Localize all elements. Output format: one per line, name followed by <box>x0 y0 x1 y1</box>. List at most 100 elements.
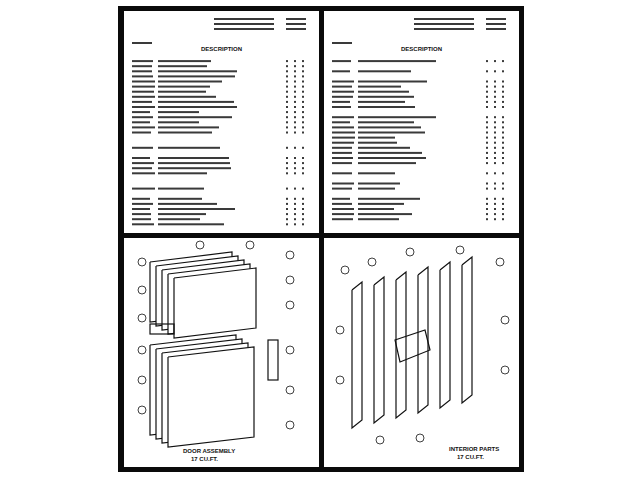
list-row <box>302 132 304 134</box>
list-row <box>494 126 496 128</box>
list-row <box>494 188 496 190</box>
list-row <box>294 65 296 67</box>
list-row <box>294 198 296 200</box>
interior-shelf <box>418 267 428 413</box>
door-panel <box>174 268 256 338</box>
callout-circle <box>286 276 294 284</box>
list-row <box>132 126 155 128</box>
list-row <box>332 126 354 128</box>
list-row <box>486 198 488 200</box>
list-row <box>286 208 288 210</box>
list-row <box>502 116 504 118</box>
list-row <box>294 60 296 62</box>
list-row <box>294 106 296 108</box>
diagram-page <box>324 238 519 467</box>
list-row <box>302 75 304 77</box>
list-row <box>286 167 288 169</box>
callout-circle <box>138 346 146 354</box>
list-row <box>158 147 220 149</box>
column-heading: DESCRIPTION <box>400 46 443 53</box>
list-row <box>158 116 232 118</box>
list-row <box>294 91 296 93</box>
list-row <box>132 223 154 225</box>
list-row <box>158 101 234 103</box>
list-row <box>486 183 488 185</box>
list-row <box>286 162 288 164</box>
list-row <box>486 70 488 72</box>
parts-list-page <box>324 11 519 233</box>
callout-circle <box>286 386 294 394</box>
list-row <box>158 188 204 190</box>
list-row <box>358 198 420 200</box>
list-row <box>486 152 488 154</box>
list-row <box>332 91 354 93</box>
list-row <box>158 157 229 159</box>
list-row <box>132 132 151 134</box>
list-row <box>332 183 354 185</box>
list-row <box>486 188 488 190</box>
list-row <box>158 172 207 174</box>
list-row <box>502 60 504 62</box>
list-row <box>494 208 496 210</box>
callout-circle <box>496 258 504 266</box>
list-row <box>302 81 304 83</box>
list-row <box>302 147 304 149</box>
list-row <box>302 106 304 108</box>
list-row <box>358 101 405 103</box>
list-row <box>294 147 296 149</box>
list-row <box>358 147 410 149</box>
list-row <box>502 162 504 164</box>
callout-circle <box>336 376 344 384</box>
list-row <box>158 81 222 83</box>
callout-circle <box>501 316 509 324</box>
list-row <box>294 70 296 72</box>
list-row <box>486 106 488 108</box>
list-row <box>286 172 288 174</box>
list-row <box>214 18 274 20</box>
list-row <box>302 96 304 98</box>
list-row <box>494 121 496 123</box>
list-row <box>294 188 296 190</box>
list-row <box>158 86 210 88</box>
list-row <box>286 218 288 220</box>
list-row <box>358 91 409 93</box>
list-row <box>494 162 496 164</box>
list-row <box>502 203 504 205</box>
list-row <box>494 137 496 139</box>
list-row <box>132 91 154 93</box>
list-row <box>358 81 427 83</box>
list-row <box>286 81 288 83</box>
list-row <box>486 172 488 174</box>
list-row <box>132 208 150 210</box>
list-row <box>486 208 488 210</box>
list-row <box>332 70 350 72</box>
list-row <box>486 132 488 134</box>
list-row <box>286 111 288 113</box>
list-row <box>358 162 416 164</box>
list-row <box>302 188 304 190</box>
list-row <box>494 142 496 144</box>
list-row <box>502 152 504 154</box>
list-row <box>494 172 496 174</box>
list-row <box>486 96 488 98</box>
list-row <box>132 42 152 44</box>
list-row <box>358 172 395 174</box>
list-row <box>494 147 496 149</box>
interior-shelf <box>440 262 450 408</box>
callout-circle <box>246 241 254 249</box>
callout-circle <box>138 406 146 414</box>
list-row <box>332 142 354 144</box>
callout-circle <box>368 258 376 266</box>
list-row <box>358 86 401 88</box>
list-row <box>486 142 488 144</box>
list-row <box>494 106 496 108</box>
list-row <box>158 91 206 93</box>
list-row <box>358 126 421 128</box>
list-row <box>302 111 304 113</box>
list-row <box>332 42 352 44</box>
list-row <box>332 101 350 103</box>
list-row <box>502 132 504 134</box>
callout-circle <box>406 248 414 256</box>
list-row <box>158 218 200 220</box>
